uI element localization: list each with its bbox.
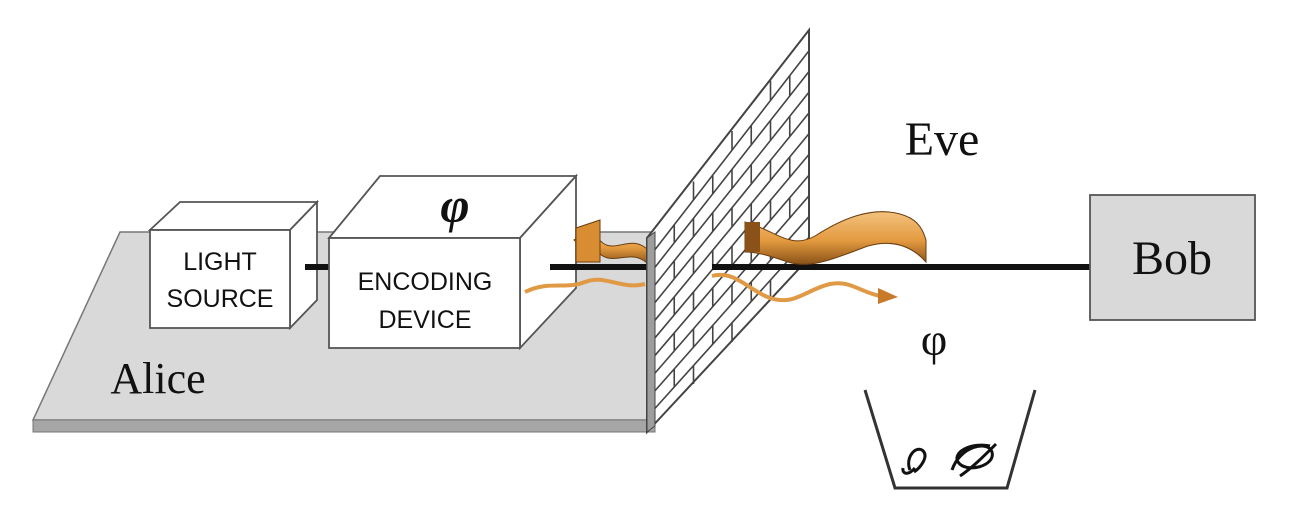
eve-resent-signal-arrow <box>711 272 898 304</box>
brick-course-line <box>654 112 810 304</box>
eve-phase-symbol: φ <box>921 314 948 365</box>
outgoing-signal-wave-alice <box>524 277 646 294</box>
bob-box: Bob <box>1089 194 1256 321</box>
waste-bin-icon <box>863 389 1037 490</box>
light-source-label-line1: LIGHT <box>183 248 257 276</box>
intercepted-signal-ribbon <box>744 211 927 265</box>
discarded-phase-symbol-2 <box>950 442 998 478</box>
alice-label: Alice <box>110 354 205 403</box>
light-source-box: LIGHT SOURCE <box>147 199 320 331</box>
encoding-device-label-line2: DEVICE <box>378 306 471 334</box>
encoding-device-box: φ ENCODING DEVICE <box>327 173 579 351</box>
light-source-label-line2: SOURCE <box>167 285 274 313</box>
brick-course-line <box>654 195 810 374</box>
reflected-signal-arrow <box>573 219 649 266</box>
encoding-phase-symbol: φ <box>440 177 469 233</box>
encoding-device-label-line1: ENCODING <box>358 268 493 296</box>
discarded-phase-symbol-1 <box>901 447 927 475</box>
eve-label: Eve <box>905 113 980 166</box>
bob-label: Bob <box>1132 232 1212 285</box>
brick-wall-icon <box>646 27 810 435</box>
